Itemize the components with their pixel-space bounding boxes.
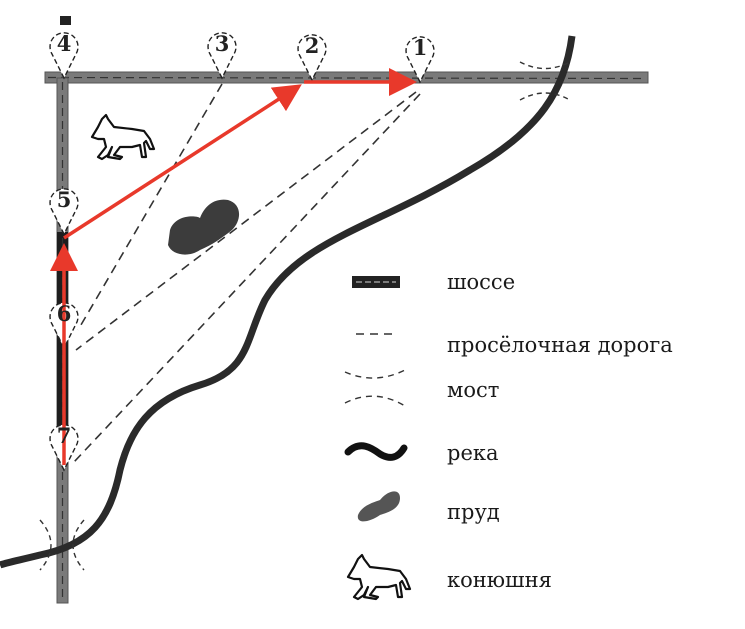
legend-highway-icon (352, 276, 400, 288)
legend-bridge-label: мост (447, 378, 500, 402)
legend-bridge-icon (344, 369, 406, 407)
legend-highway-label: шоссе (447, 270, 516, 294)
legend-river-label: река (447, 441, 499, 465)
bridge-bottom (39, 519, 85, 571)
marker-7: 7 (56, 423, 72, 448)
dirt-roads (73, 83, 421, 463)
marker-1: 1 (412, 35, 428, 60)
bridge-top (519, 61, 571, 101)
river (0, 35, 576, 569)
legend-dirt-road-label: просёлочная дорога (447, 333, 673, 357)
legend-pond-label: пруд (447, 500, 500, 524)
marker-4: 4 (56, 31, 72, 56)
legend-stable-label: конюшня (447, 568, 552, 592)
legend-pond-icon (357, 491, 400, 522)
map-tile-mark (60, 16, 71, 25)
stable-icon (90, 113, 156, 161)
legend-stable-icon (346, 553, 412, 601)
marker-6: 6 (56, 301, 72, 326)
marker-pins (49, 32, 435, 472)
legend-river-icon (344, 442, 408, 461)
marker-2: 2 (304, 33, 320, 58)
marker-5: 5 (56, 187, 72, 212)
pond (168, 199, 240, 255)
marker-3: 3 (214, 31, 230, 56)
route (50, 68, 417, 465)
